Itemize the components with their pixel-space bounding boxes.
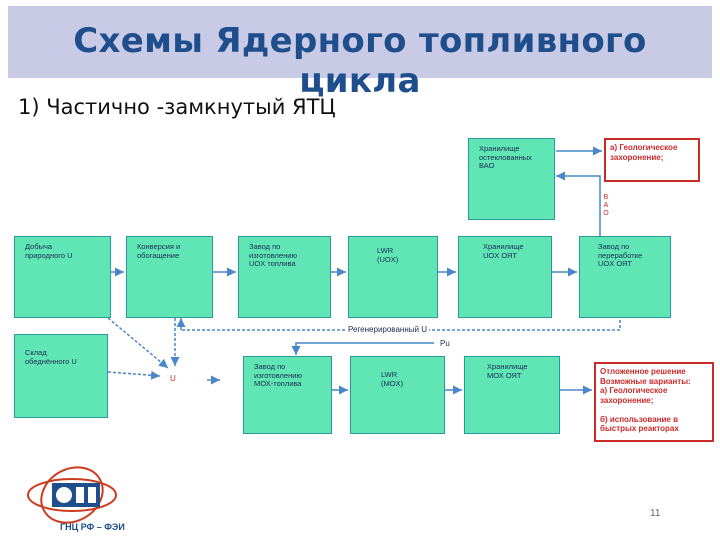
node-mox-storage-label: Хранилище МОХ ОЯТ xyxy=(487,362,528,380)
arrow-depleted-u xyxy=(107,370,161,380)
feil-logo-mark xyxy=(52,483,100,507)
node-conversion: Конверсия и обогащение xyxy=(126,236,213,318)
title-bar: Схемы Ядерного топливного цикла xyxy=(8,6,712,101)
arrow-reprocessing-hlw xyxy=(556,171,601,236)
node-lwr-uox-label: LWR (UOX) xyxy=(377,246,399,264)
node-depleted-u-label: Склад обеднённого U xyxy=(25,348,77,366)
node-depleted-u: Склад обеднённого U xyxy=(14,334,108,418)
node-mox-plant: Завод по изготовлению МОХ-топлива xyxy=(243,356,332,434)
node-mining-label: Добыча природного U xyxy=(25,242,73,260)
node-uox-plant-label: Завод по изготовлению UOX топлива xyxy=(249,242,298,268)
node-reprocessing: Завод по переработке UOX ОЯТ xyxy=(579,236,671,318)
node-lwr-uox: LWR (UOX) xyxy=(348,236,438,318)
pu-label: Pu xyxy=(440,339,450,348)
deferred-decision-box: Отложенное решение Возможные варианты: а… xyxy=(594,362,714,442)
u-label: U xyxy=(170,374,176,383)
node-lwr-mox: LWR (MOX) xyxy=(350,356,445,434)
node-hlw-storage: Хранилище остеклованных ВАО xyxy=(468,138,555,220)
node-mox-plant-label: Завод по изготовлению МОХ-топлива xyxy=(254,362,303,388)
node-uox-storage-label: Хранилище UOX ОЯТ xyxy=(483,242,524,260)
node-mining: Добыча природного U xyxy=(14,236,111,318)
node-uox-storage: Хранилище UOX ОЯТ xyxy=(458,236,552,318)
vao-label: В А О xyxy=(603,194,609,217)
node-conversion-label: Конверсия и обогащение xyxy=(137,242,181,260)
node-mox-storage: Хранилище МОХ ОЯТ xyxy=(464,356,560,434)
feil-logo xyxy=(27,466,117,524)
node-lwr-mox-label: LWR (MOX) xyxy=(381,370,404,388)
regenerated-u-label: Регенерированный U xyxy=(346,325,429,334)
slide-subtitle: 1) Частично -замкнутый ЯТЦ xyxy=(18,95,336,119)
arrow-pu-mox xyxy=(291,342,434,355)
node-hlw-storage-label: Хранилище остеклованных ВАО xyxy=(479,144,532,170)
node-reprocessing-label: Завод по переработке UOX ОЯТ xyxy=(598,242,643,268)
slide-title: Схемы Ядерного топливного цикла xyxy=(73,21,647,101)
geological-box: а) Геологическое захоронение; xyxy=(604,138,700,182)
arrow-mining-u xyxy=(107,317,169,369)
logo-text: ГНЦ РФ – ФЭИ xyxy=(60,522,125,532)
node-uox-plant: Завод по изготовлению UOX топлива xyxy=(238,236,331,318)
page-number: 11 xyxy=(650,508,661,519)
